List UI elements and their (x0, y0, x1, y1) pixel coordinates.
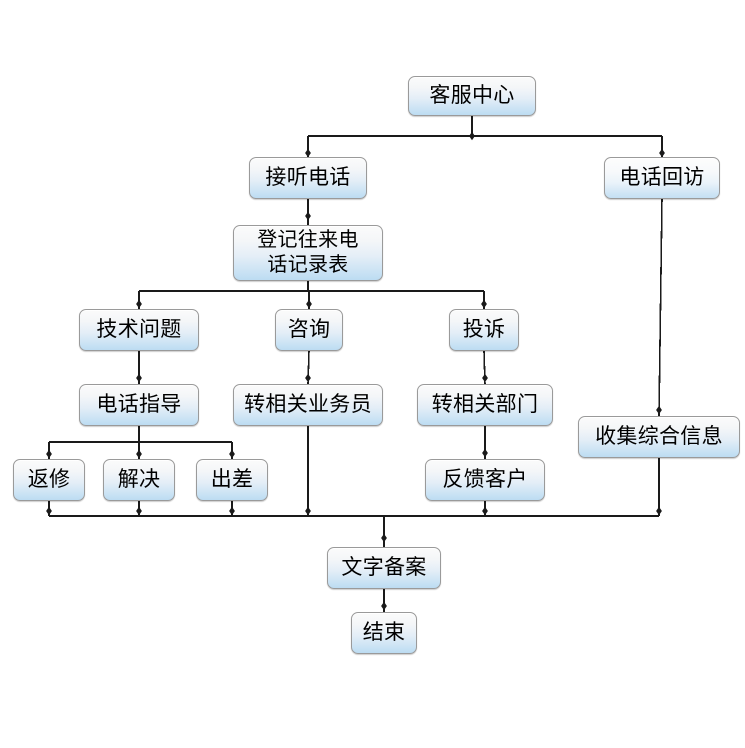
node-collect-info[interactable]: 收集综合信息 (578, 416, 740, 458)
node-repair[interactable]: 返修 (13, 459, 85, 501)
node-to-salesperson[interactable]: 转相关业务员 (233, 384, 383, 426)
node-resolve[interactable]: 解决 (103, 459, 175, 501)
node-register-log[interactable]: 登记往来电 话记录表 (233, 225, 383, 281)
node-service-center[interactable]: 客服中心 (408, 76, 536, 116)
node-feedback-client[interactable]: 反馈客户 (425, 459, 545, 501)
node-written-record[interactable]: 文字备案 (327, 547, 441, 589)
node-callback[interactable]: 电话回访 (604, 157, 720, 199)
node-end[interactable]: 结束 (351, 612, 417, 654)
node-answer-call[interactable]: 接听电话 (249, 157, 367, 199)
node-consult[interactable]: 咨询 (275, 309, 343, 351)
node-dispatch[interactable]: 出差 (196, 459, 268, 501)
node-tech-issue[interactable]: 技术问题 (79, 309, 199, 351)
node-complaint[interactable]: 投诉 (449, 309, 519, 351)
node-phone-guide[interactable]: 电话指导 (79, 384, 199, 426)
node-to-department[interactable]: 转相关部门 (417, 384, 553, 426)
